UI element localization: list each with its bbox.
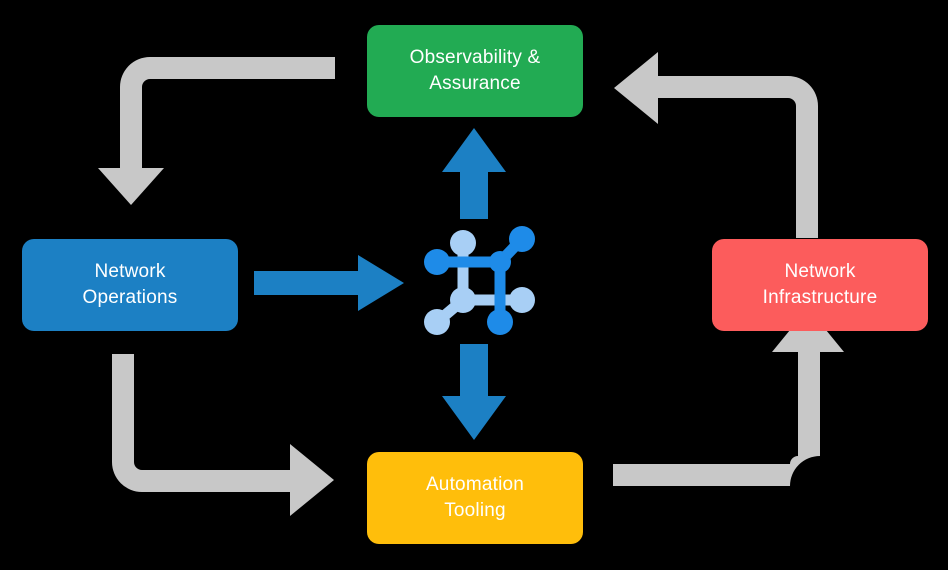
node-label-observability-line1: Observability & — [409, 47, 541, 69]
arrow-infrastructure-to-observability — [614, 52, 818, 238]
node-label-automation-line1: Automation — [425, 474, 525, 496]
node-box-automation[interactable]: Automation Tooling — [367, 452, 583, 544]
node-label-automation-line2: Tooling — [444, 500, 506, 521]
arrow-observability-to-operations — [98, 57, 335, 205]
node-label-observability-line2: Assurance — [429, 73, 521, 94]
network-icon-edges — [431, 233, 528, 328]
arrow-center-to-observability — [442, 128, 506, 219]
node-label-infrastructure-line2: Infrastructure — [762, 287, 878, 308]
arrow-center-to-automation — [442, 344, 506, 440]
node-label-observability: Observability & Assurance — [410, 45, 541, 96]
node-label-infrastructure: Network Infrastructure — [763, 259, 878, 310]
arrow-operations-to-automation — [112, 354, 334, 516]
node-label-infrastructure-line1: Network — [784, 261, 856, 283]
network-icon-nodes — [424, 226, 535, 335]
arrow-operations-to-center — [254, 255, 404, 311]
node-box-operations[interactable]: Network Operations — [22, 239, 238, 331]
node-label-operations-line1: Network — [94, 261, 166, 283]
node-box-infrastructure[interactable]: Network Infrastructure — [712, 239, 928, 331]
node-label-operations: Network Operations — [83, 259, 178, 310]
node-label-automation: Automation Tooling — [426, 472, 524, 523]
node-label-operations-line2: Operations — [82, 287, 178, 308]
node-box-observability[interactable]: Observability & Assurance — [367, 25, 583, 117]
